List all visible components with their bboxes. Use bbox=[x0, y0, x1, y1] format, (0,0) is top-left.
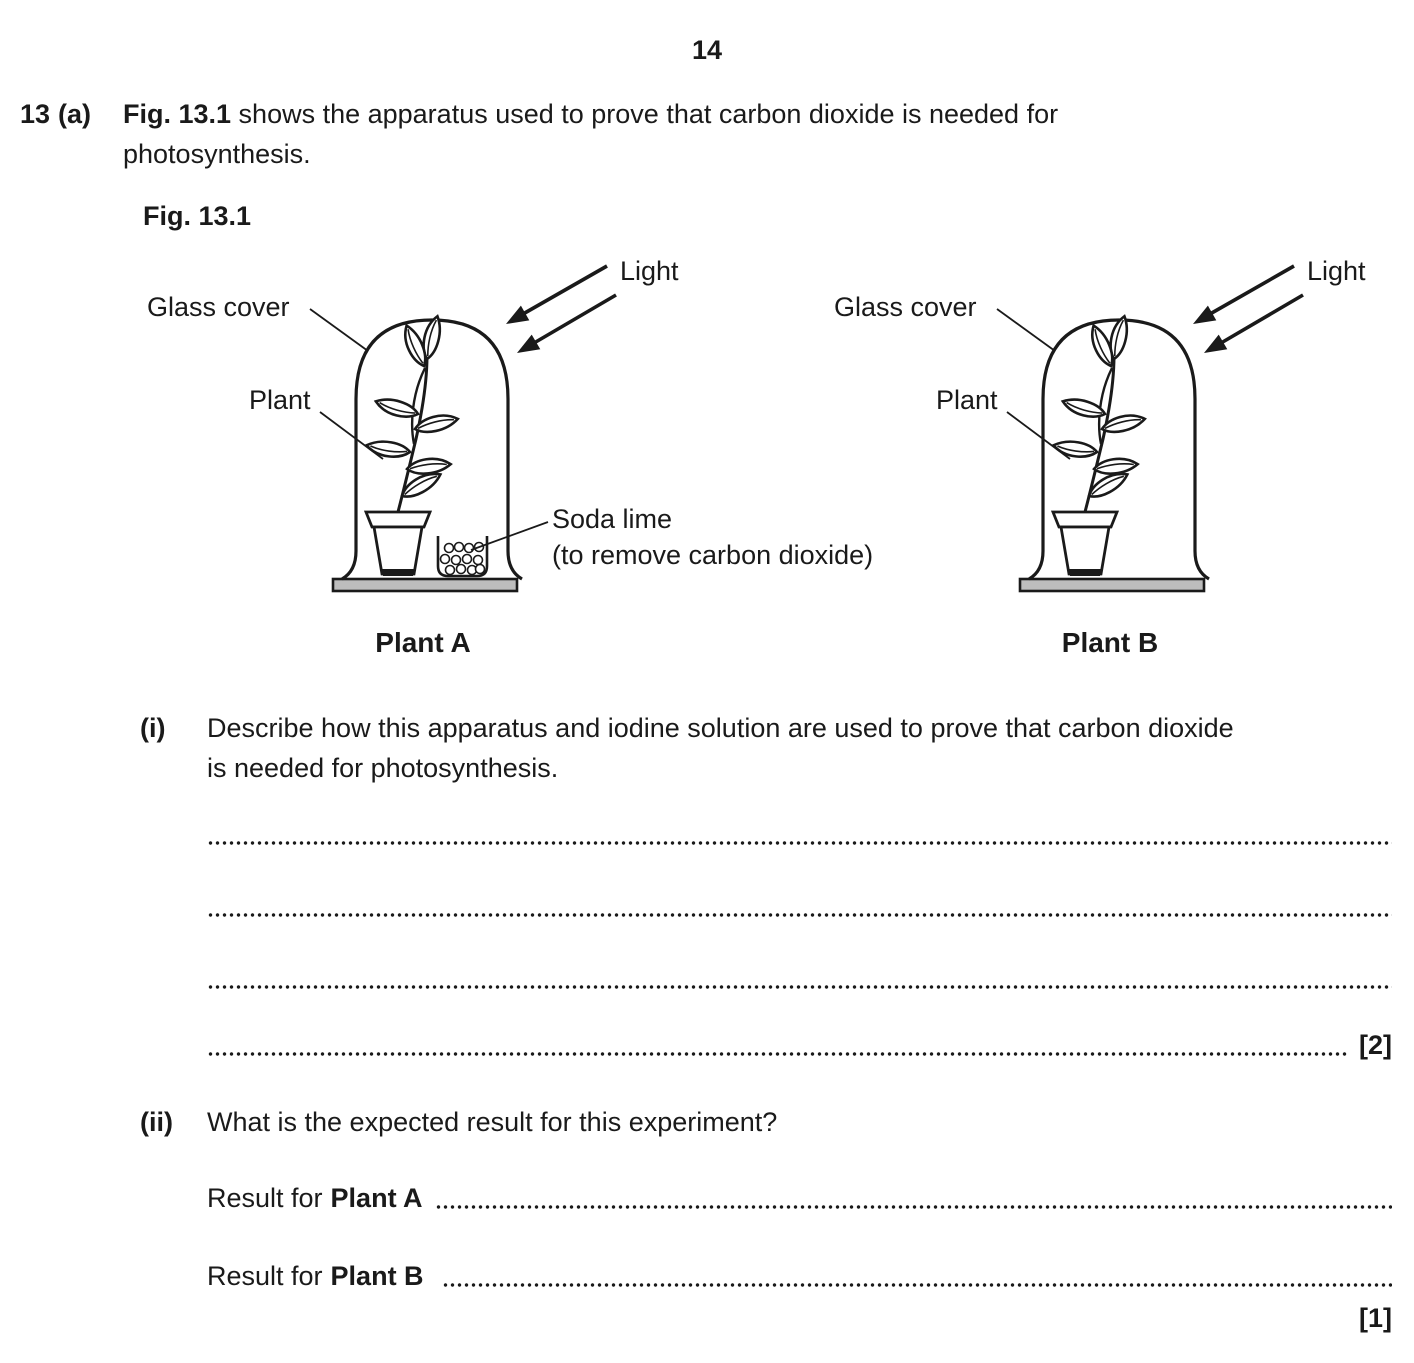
plant-a-caption: Plant A bbox=[375, 627, 470, 658]
answer-line bbox=[207, 984, 1392, 990]
glass-cover-leader-b bbox=[996, 308, 1056, 352]
intro-line1-rest: shows the apparatus used to prove that c… bbox=[231, 99, 1059, 129]
plant-label-b: Plant bbox=[936, 385, 998, 415]
plant-drawing-a bbox=[363, 313, 461, 513]
part-ii-row: (ii) What is the expected result for thi… bbox=[0, 1102, 1414, 1142]
plant-b-caption: Plant B bbox=[1062, 627, 1158, 658]
light-arrow bbox=[1220, 293, 1304, 345]
part-i-answer-area: [2] bbox=[207, 840, 1392, 1062]
plant-leader-a bbox=[319, 411, 384, 460]
question-number: 13 bbox=[20, 99, 51, 129]
part-ii-question: What is the expected result for this exp… bbox=[207, 1107, 778, 1137]
question-intro-row: 13 (a) Fig. 13.1 shows the apparatus use… bbox=[0, 94, 1414, 174]
plant-leader-b bbox=[1006, 411, 1071, 460]
figure-13-1: Glass cover Plant Light Soda lime (to re… bbox=[147, 256, 1366, 658]
light-arrow bbox=[1209, 264, 1295, 316]
soda-lime-pellets bbox=[439, 541, 486, 576]
flower-pot-b bbox=[1050, 510, 1120, 576]
answer-line bbox=[207, 1051, 1349, 1057]
plant-drawing-b bbox=[1050, 313, 1148, 513]
light-arrow bbox=[533, 293, 617, 345]
result-b-prefix: Result for bbox=[207, 1261, 323, 1291]
light-arrows-b bbox=[1193, 264, 1304, 353]
soda-lime-label-line1: Soda lime bbox=[552, 504, 672, 534]
answer-line bbox=[207, 840, 1392, 846]
part-i-text-line1: Describe how this apparatus and iodine s… bbox=[207, 713, 1234, 743]
soda-lime-beaker bbox=[436, 536, 489, 578]
glass-cover-leader-a bbox=[309, 308, 369, 352]
intro-line2: photosynthesis. bbox=[123, 139, 311, 169]
glass-cover-label-b: Glass cover bbox=[834, 292, 977, 322]
glass-cover-label-a: Glass cover bbox=[147, 292, 290, 322]
base-board-b bbox=[1018, 577, 1206, 593]
part-i-label: (i) bbox=[140, 713, 166, 743]
fig-reference-bold: Fig. 13.1 bbox=[123, 99, 232, 129]
part-ii-marks: [1] bbox=[1359, 1303, 1392, 1333]
result-plant-b-row: Result for Plant B bbox=[207, 1256, 1392, 1296]
soda-lime-leader bbox=[470, 521, 549, 551]
answer-line bbox=[441, 1282, 1392, 1288]
figure-title: Fig. 13.1 bbox=[143, 201, 252, 231]
plant-b-diagram: Glass cover Plant Light Plant B bbox=[834, 256, 1366, 658]
result-a-prefix: Result for bbox=[207, 1183, 323, 1213]
soda-lime-label-line2: (to remove carbon dioxide) bbox=[552, 540, 873, 570]
part-i-question: Describe how this apparatus and iodine s… bbox=[207, 708, 1397, 788]
light-arrow bbox=[522, 264, 608, 316]
question-intro-text: Fig. 13.1 shows the apparatus used to pr… bbox=[123, 94, 1243, 174]
part-ii-label: (ii) bbox=[140, 1107, 173, 1137]
flower-pot-a bbox=[363, 510, 433, 576]
result-a-subject: Plant A bbox=[330, 1183, 423, 1213]
result-plant-a-row: Result for Plant A bbox=[207, 1178, 1392, 1218]
part-i-row: (i) Describe how this apparatus and iodi… bbox=[0, 708, 1414, 788]
part-i-text-line2: is needed for photosynthesis. bbox=[207, 753, 559, 783]
light-arrows-a bbox=[506, 264, 617, 353]
light-label-b: Light bbox=[1307, 256, 1366, 286]
question-part-label: (a) bbox=[58, 99, 91, 129]
answer-line bbox=[434, 1204, 1392, 1210]
answer-line-with-marks: [2] bbox=[207, 1028, 1392, 1062]
page-number: 14 bbox=[691, 35, 723, 65]
answer-line bbox=[207, 912, 1392, 918]
plant-a-diagram: Glass cover Plant Light Soda lime (to re… bbox=[147, 256, 873, 658]
base-board-a bbox=[331, 577, 519, 593]
part-i-marks: [2] bbox=[1359, 1030, 1392, 1060]
result-b-subject: Plant B bbox=[330, 1261, 424, 1291]
light-label-a: Light bbox=[620, 256, 679, 286]
plant-label-a: Plant bbox=[249, 385, 311, 415]
